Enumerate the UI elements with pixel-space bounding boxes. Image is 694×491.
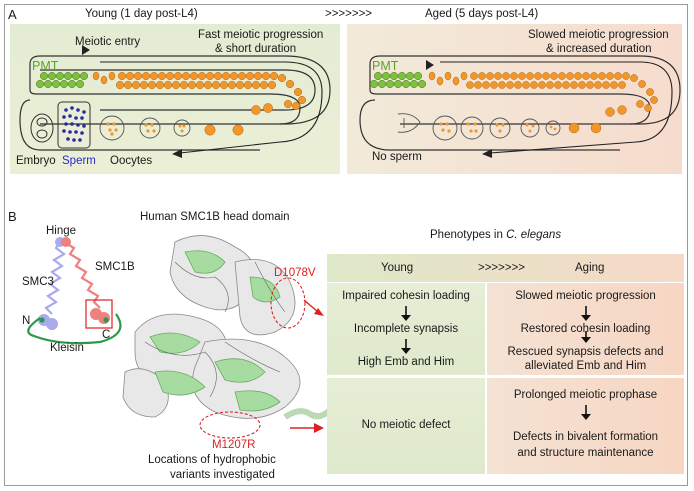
young-pmt-label: PMT (32, 59, 59, 73)
variant-d1078v-label: D1078V (274, 267, 316, 279)
aged-gonad-outline (359, 55, 681, 151)
structure-caption-line2: variants investigated (170, 469, 275, 481)
row1-aging-item-4: alleviated Emb and Him (524, 360, 647, 372)
smc1b-hinge (61, 237, 71, 247)
panel-a-label: A (8, 7, 17, 22)
young-oocytes (99, 115, 191, 141)
cohesin-ring-diagram (27, 237, 122, 345)
no-sperm-label: No sperm (372, 151, 422, 163)
row2-young-item-1: No meiotic defect (361, 419, 451, 431)
young-oocyte-chromosomes (106, 122, 186, 136)
young-meiotic-cells (92, 71, 307, 136)
aged-oocytes (432, 115, 561, 141)
row1-aging-arrows (581, 306, 591, 343)
young-note-line1: Fast meiotic progression (198, 29, 324, 41)
row1-aging-item-3: Rescued synapsis defects and (507, 346, 664, 358)
row1-young-item-2: Incomplete synapsis (353, 323, 459, 335)
m1207r-site-circle (199, 411, 261, 439)
smc1b-label: SMC1B (95, 261, 135, 273)
young-gonad-panel (10, 24, 340, 174)
panel-b-label: B (8, 209, 17, 224)
smc1b-coil (63, 241, 101, 309)
gonad-diagrams (19, 45, 681, 158)
aged-pmt-label: PMT (372, 59, 399, 73)
embryo-label: Embryo (16, 155, 56, 167)
meiotic-entry-label: Meiotic entry (75, 36, 141, 48)
aged-pmt-cells (369, 71, 427, 89)
protein-ribbon-green (149, 250, 281, 412)
kleisin-label: Kleisin (50, 342, 84, 354)
d1078v-arrow-line (303, 299, 319, 313)
smc1b-head-structure (122, 235, 345, 439)
phenotypes-title-species: C. elegans (506, 229, 562, 241)
aged-gonad-panel (347, 24, 682, 174)
aged-empty-spermatheca (397, 113, 421, 133)
figure-frame (4, 4, 688, 486)
table-column-divider (485, 283, 486, 474)
young-embryo (30, 101, 91, 149)
oocytes-label: Oocytes (110, 155, 153, 167)
row1-aging-item-1: Slowed meiotic progression (515, 290, 656, 302)
smc1b-head-highlight-box (85, 299, 113, 329)
row2-aging-item-1: Prolonged meiotic prophase (513, 389, 658, 401)
row1-young-cell (327, 283, 485, 375)
phenotypes-title: Phenotypes in C. elegans (430, 229, 562, 242)
smc3-head (46, 318, 58, 330)
kleisin-n-terminus (39, 317, 45, 323)
protein-ribbon-detail (144, 261, 286, 398)
d1078v-arrowhead (314, 308, 324, 316)
d1078v-site-circle (270, 277, 306, 329)
aged-oocyte-chromosomes (439, 122, 557, 133)
aged-meiotic-cells (428, 71, 658, 134)
col-aging-header: Aging (575, 262, 605, 274)
aged-title: Aged (5 days post-L4) (425, 8, 539, 20)
structure-title: Human SMC1B head domain (140, 211, 290, 223)
row1-aging-cell (487, 283, 684, 375)
timeline-arrows: >>>>>>> (325, 8, 373, 20)
hinge-label: Hinge (46, 225, 77, 237)
phenotype-table-header (327, 254, 684, 282)
young-note-line2: & short duration (215, 43, 297, 55)
row2-aging-cell (487, 378, 684, 474)
n-terminus-label: N (22, 315, 31, 327)
variant-m1207r-label: M1207R (212, 439, 256, 451)
young-arrowhead (172, 149, 182, 158)
row2-aging-item-2: Defects in bivalent formation (512, 431, 659, 443)
aged-arrowhead (482, 149, 492, 158)
row1-young-item-1: Impaired cohesin loading (342, 290, 470, 302)
m1207r-arrowhead (314, 423, 324, 433)
row2-aging-item-3: and structure maintenance (517, 447, 654, 459)
phenotypes-title-prefix: Phenotypes in (430, 229, 507, 241)
aged-note-line1: Slowed meiotic progression (528, 29, 669, 41)
young-sperm (62, 106, 86, 142)
smc3-label: SMC3 (22, 276, 54, 288)
young-pmt-cells (35, 71, 89, 89)
kleisin-c-terminus (103, 317, 109, 323)
row2-aging-arrow (581, 405, 591, 420)
row2-young-cell (327, 378, 485, 474)
row1-young-arrows (401, 306, 411, 354)
kleisin-strand (27, 313, 122, 345)
smc3-coil (44, 241, 66, 315)
structure-caption-line1: Locations of hydrophobic (148, 454, 276, 466)
aged-meiotic-entry-marker (426, 60, 434, 70)
c-terminus-label: C (102, 329, 111, 341)
aged-note-line2: & increased duration (546, 43, 652, 55)
young-title: Young (1 day post-L4) (85, 8, 198, 20)
meiotic-entry-marker (82, 45, 90, 55)
col-young-header: Young (381, 262, 414, 274)
row1-young-item-3: High Emb and Him (357, 356, 455, 368)
row1-aging-item-2: Restored cohesin loading (520, 323, 651, 335)
sperm-label: Sperm (62, 155, 96, 167)
col-arrows-header: >>>>>>> (478, 262, 526, 274)
aged-flow-arrow (440, 61, 673, 154)
young-flow-arrow (100, 61, 323, 154)
